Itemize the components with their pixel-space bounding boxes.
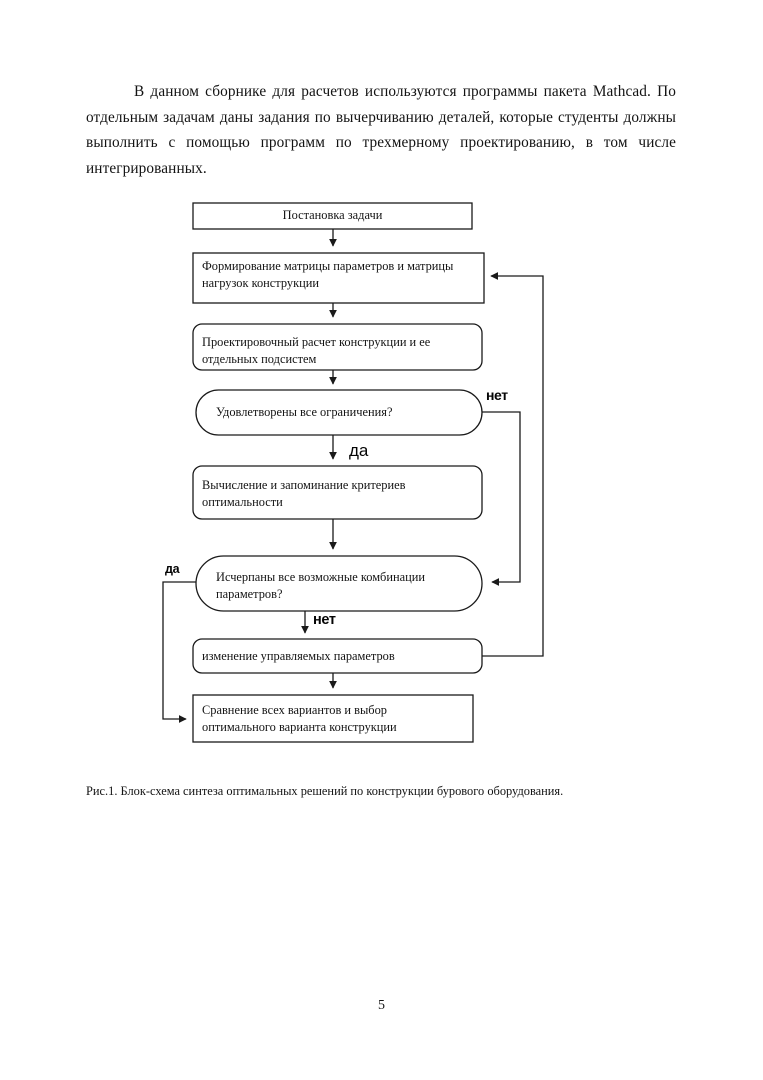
node-shape-postanovka bbox=[192, 202, 473, 230]
node-shape-formirovanie bbox=[192, 252, 485, 304]
node-shape-izmenenie bbox=[192, 638, 483, 674]
node-shape-sravnenie bbox=[192, 694, 474, 743]
node-shape-ischerpany bbox=[195, 555, 483, 612]
page-number: 5 bbox=[378, 998, 385, 1013]
edge-label-decision1-no: нет bbox=[486, 387, 508, 403]
edge-label-decision2-no: нет bbox=[313, 612, 336, 628]
edge-decision2-yes-loop bbox=[162, 581, 196, 723]
figure-caption: Рис.1. Блок-схема синтеза оптимальных ре… bbox=[86, 784, 564, 798]
intro-paragraph: В данном сборнике для расчетов использую… bbox=[86, 83, 676, 177]
edge-label-decision1-yes: да bbox=[349, 441, 369, 460]
node-shape-ogranicheniya bbox=[195, 389, 483, 436]
edge-label-decision2-yes: да bbox=[165, 562, 180, 576]
node-shape-vychislenie bbox=[192, 465, 483, 520]
flowchart-svg bbox=[162, 202, 544, 743]
flowchart-figure: Постановка задачи Формирование матрицы п… bbox=[162, 202, 544, 743]
edge-izmenenie-to-formirovanie-loop bbox=[482, 272, 544, 657]
edge-decision1-no-loop bbox=[482, 411, 521, 586]
node-shape-proektirovochnyy bbox=[192, 323, 483, 371]
